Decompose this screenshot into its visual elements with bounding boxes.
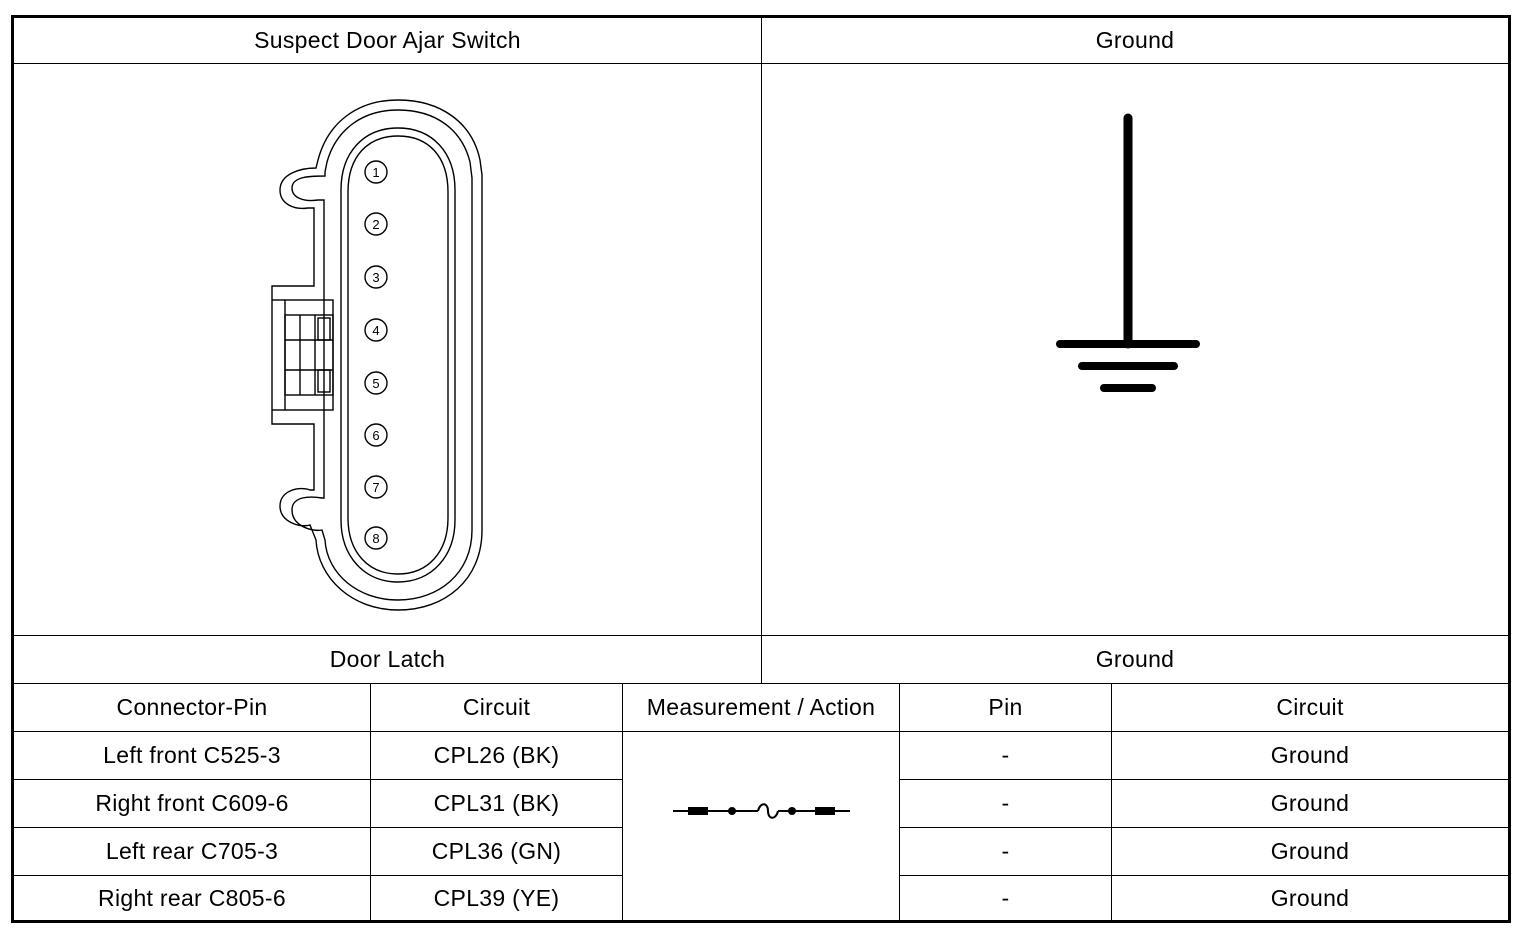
pin-7-circle <box>364 475 388 499</box>
fused-jumper-icon <box>673 803 850 819</box>
pin-1-label: 1 <box>372 165 379 180</box>
pin-4-circle <box>364 318 388 342</box>
grid-line <box>622 683 623 923</box>
table-row-3-ground-circuit: Ground <box>1270 838 1350 864</box>
grid-line <box>11 731 1511 732</box>
pin-3-label: 3 <box>372 270 379 285</box>
header-ground-circuit: Circuit <box>1276 694 1344 720</box>
table-row-1-ground-circuit: Ground <box>1270 742 1350 768</box>
table-row-1-circuit: CPL26 (BK) <box>433 742 560 768</box>
pin-4-label: 4 <box>372 323 379 338</box>
grid-line <box>899 875 1511 876</box>
grid-line <box>11 779 623 780</box>
pin-6-label: 6 <box>372 428 379 443</box>
pin-8-circle <box>364 526 388 550</box>
pin-6-circle <box>364 423 388 447</box>
pin-3-circle <box>364 265 388 289</box>
grid-line <box>11 827 623 828</box>
header-connector-pin: Connector-Pin <box>116 694 268 720</box>
table-row-1-pin: - <box>1001 742 1010 768</box>
grid-line <box>11 683 1511 684</box>
table-row-1-connector-pin: Left front C525-3 <box>103 742 281 768</box>
pin-5-label: 5 <box>372 376 379 391</box>
table-row-4-ground-circuit: Ground <box>1270 884 1350 911</box>
door-latch-title: Door Latch <box>329 646 446 672</box>
table-row-3-connector-pin: Left rear C705-3 <box>105 838 279 864</box>
pin-5-circle <box>364 371 388 395</box>
pin-8-label: 8 <box>372 531 379 546</box>
ground-symbol-icon <box>1056 113 1200 392</box>
suspect-switch-title: Suspect Door Ajar Switch <box>254 27 521 53</box>
table-row-3-circuit: CPL36 (GN) <box>431 838 562 864</box>
grid-line <box>1111 683 1112 923</box>
ground-section-title: Ground <box>1095 646 1175 672</box>
table-row-4-circuit: CPL39 (YE) <box>433 884 560 911</box>
grid-line <box>899 779 1511 780</box>
grid-line <box>370 683 371 923</box>
table-row-2-connector-pin: Right front C609-6 <box>95 790 289 816</box>
table-row-4-pin: - <box>1001 884 1010 911</box>
pin-7-label: 7 <box>372 480 379 495</box>
ground-title: Ground <box>1095 27 1175 53</box>
connector-pins: 1 2 3 4 5 6 7 8 <box>364 160 388 550</box>
table-row-4-connector-pin: Right rear C805-6 <box>98 884 286 911</box>
table-row-2-ground-circuit: Ground <box>1270 790 1350 816</box>
pin-2-circle <box>364 212 388 236</box>
connector-face-diagram: 1 2 3 4 5 6 7 8 <box>271 99 483 611</box>
grid-line <box>899 683 900 923</box>
table-row-2-pin: - <box>1001 790 1010 816</box>
pin-1-circle <box>364 160 388 184</box>
header-circuit: Circuit <box>462 694 531 720</box>
header-measurement-action: Measurement / Action <box>646 694 876 720</box>
header-pin: Pin <box>988 694 1023 720</box>
table-row-2-circuit: CPL31 (BK) <box>433 790 560 816</box>
grid-line <box>11 875 623 876</box>
table-row-3-pin: - <box>1001 838 1010 864</box>
grid-line <box>899 827 1511 828</box>
pin-2-label: 2 <box>372 217 379 232</box>
grid-line <box>761 15 762 683</box>
